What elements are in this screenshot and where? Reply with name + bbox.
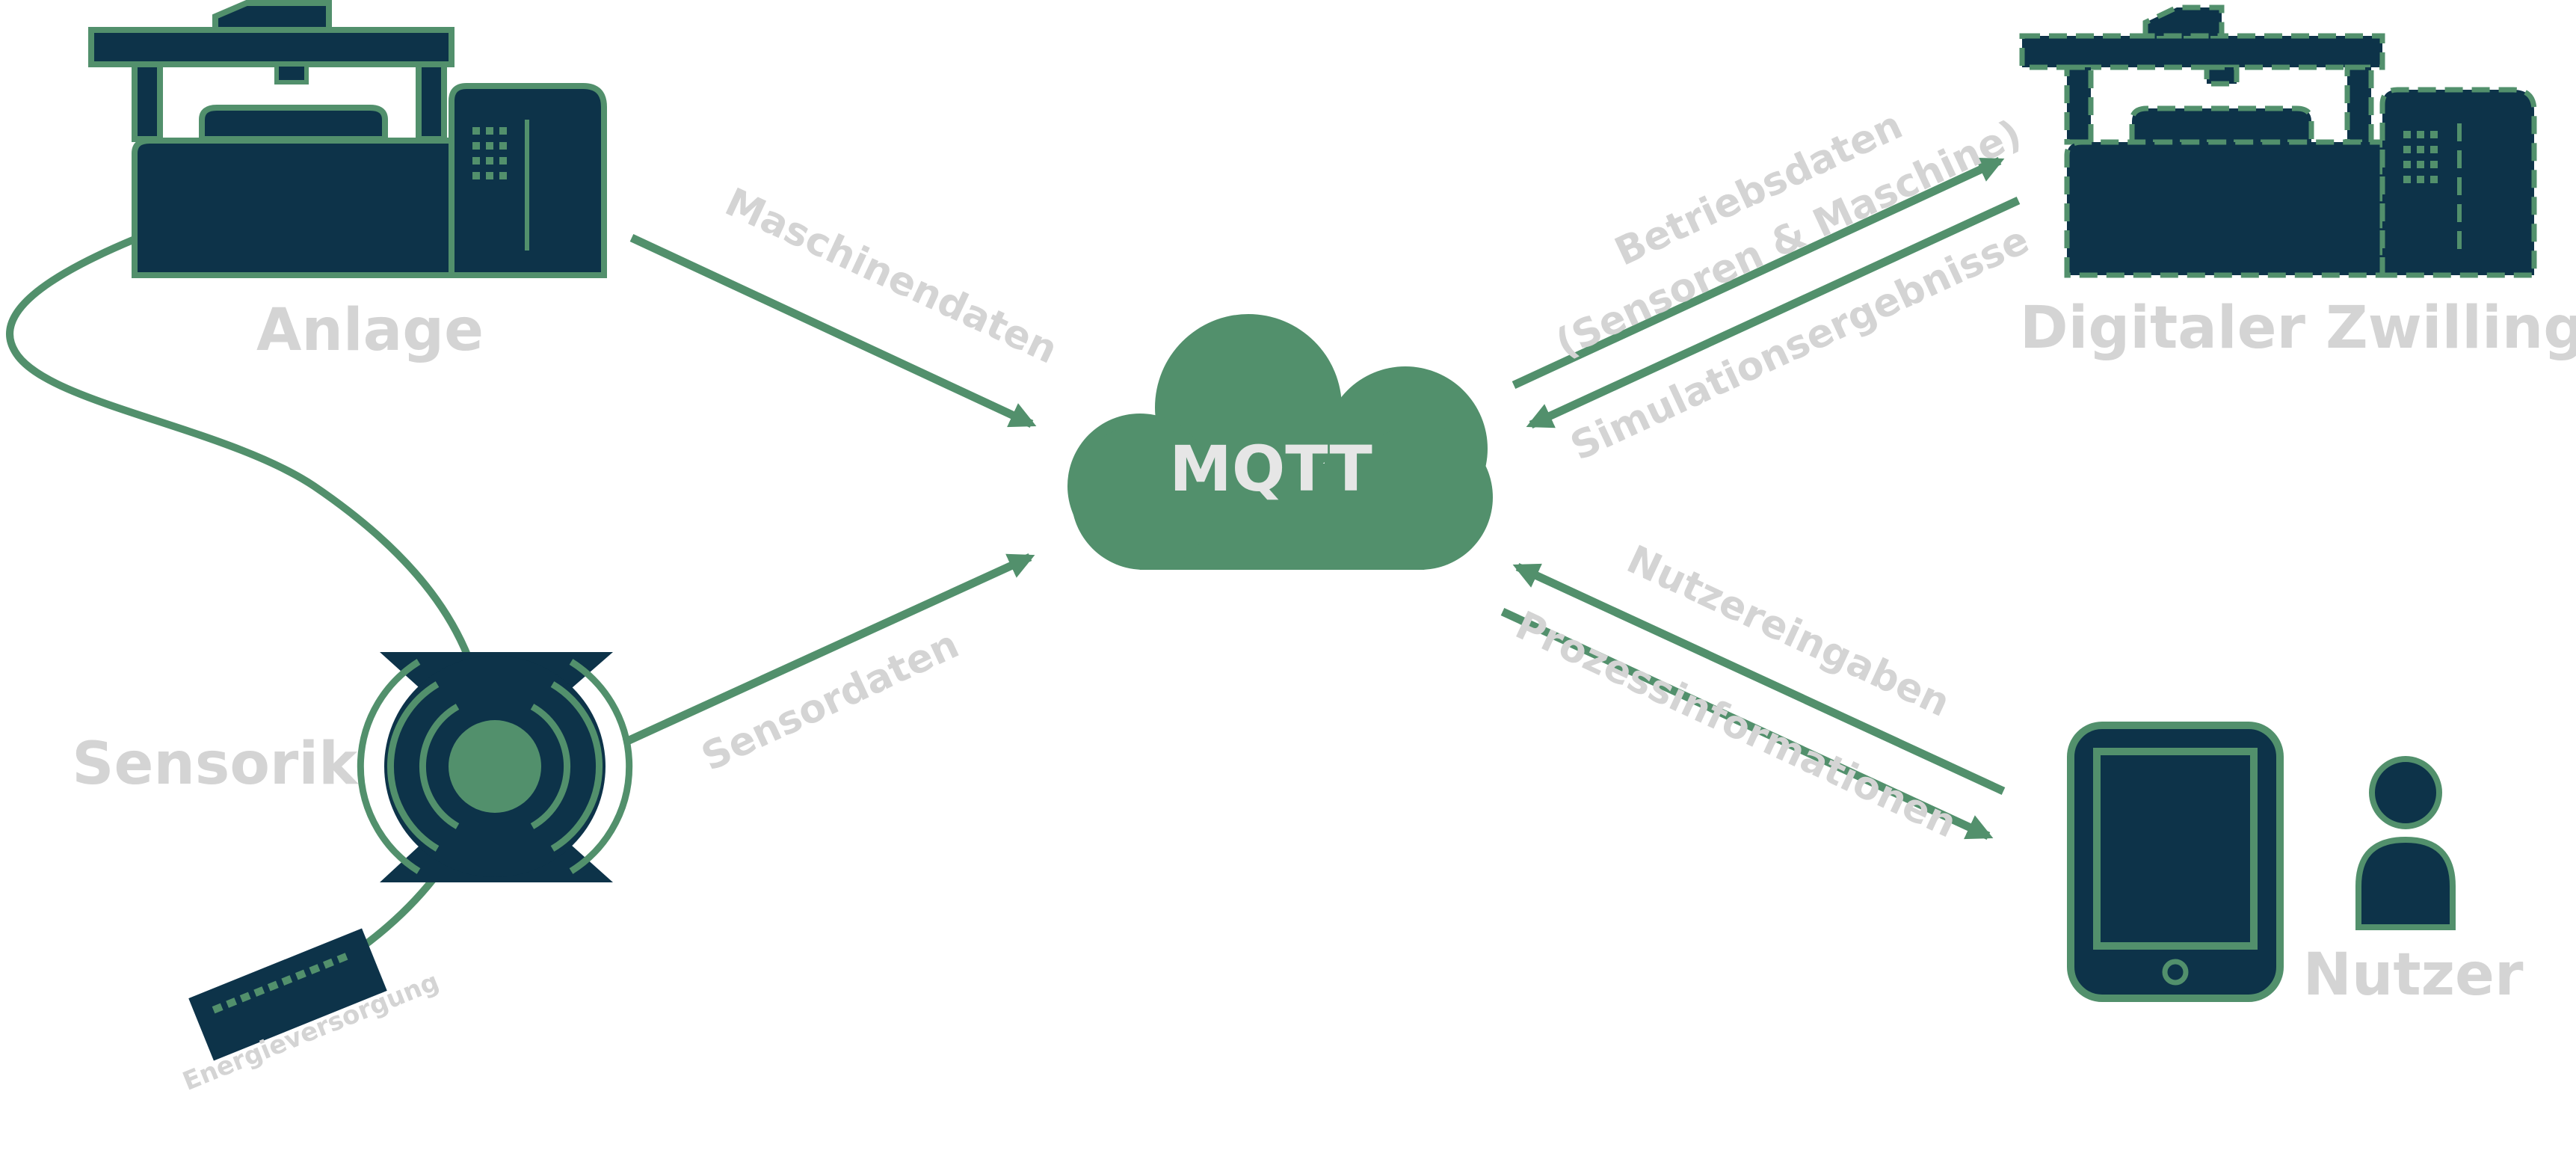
tablet-icon [2067, 722, 2284, 1002]
arrow-simulation-results [1526, 197, 2021, 428]
arrow-user-inputs [1512, 563, 2006, 795]
anlage-label: Anlage [256, 297, 484, 364]
arrow-machine-data [629, 234, 1037, 428]
machine-icon [88, 0, 607, 278]
power-supply-icon [188, 928, 387, 1061]
cloud-icon [1067, 314, 1493, 570]
digital-twin-panel-dots [2403, 131, 2438, 183]
arrow-process-info [1500, 608, 1994, 840]
edge-label-machine-data: Maschinendaten [718, 180, 1064, 373]
sensorik-label: Sensorik [72, 731, 359, 798]
digital-twin-icon [2019, 4, 2537, 278]
arrow-operating-data [1512, 157, 2005, 389]
digital-twin-label: Digitaler Zwilling [2020, 295, 2576, 362]
sensor-icon [357, 652, 633, 882]
person-icon [2355, 756, 2456, 930]
nutzer-label: Nutzer [2303, 941, 2524, 1009]
arrow-sensor-data [622, 553, 1035, 747]
edge-label-process-info: Prozessinformationen [1509, 603, 1963, 847]
mqtt-label: MQTT [1169, 432, 1372, 505]
